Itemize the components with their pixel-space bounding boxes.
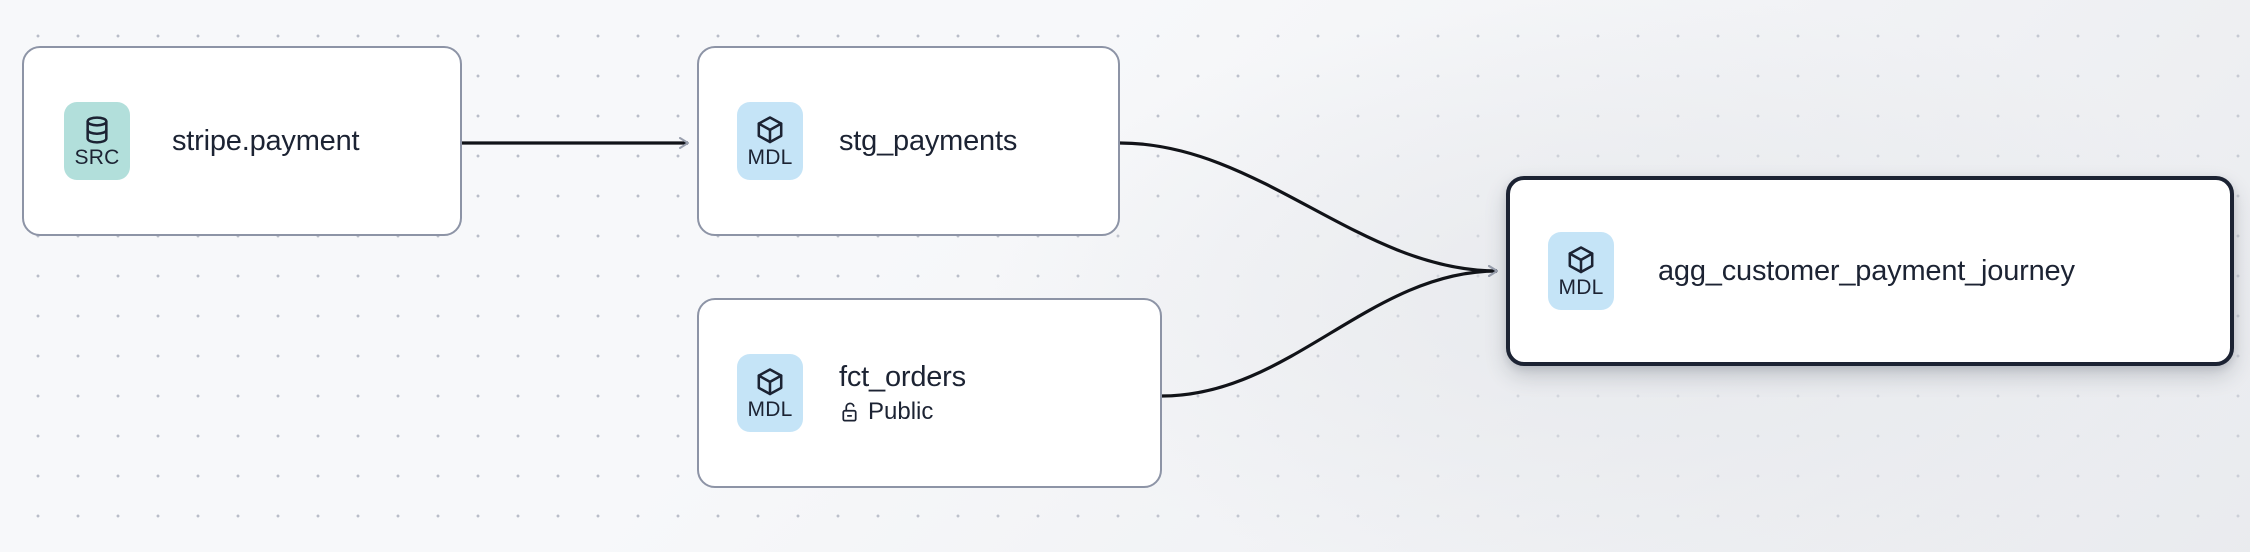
node-title: stripe.payment — [172, 124, 360, 157]
cube-icon — [1565, 244, 1597, 276]
node-visibility-label: Public — [868, 397, 934, 425]
lineage-node-stg-payments[interactable]: MDL stg_payments — [697, 46, 1120, 236]
node-title: stg_payments — [839, 124, 1018, 157]
lineage-node-agg-customer-payment-journey[interactable]: MDL agg_customer_payment_journey — [1506, 176, 2234, 366]
node-text-block: fct_orders Public — [839, 362, 966, 424]
cube-icon — [754, 114, 786, 146]
node-title: fct_orders — [839, 361, 966, 394]
unlock-icon — [839, 400, 860, 423]
node-visibility: Public — [839, 397, 966, 425]
database-icon — [81, 114, 113, 146]
edge-fct-to-agg — [1161, 265, 1498, 398]
lineage-node-fct-orders[interactable]: MDL fct_orders Public — [697, 298, 1162, 488]
badge-label: SRC — [74, 146, 120, 169]
node-text-block: stg_payments — [839, 124, 1018, 157]
node-type-badge-mdl: MDL — [737, 354, 803, 432]
cube-icon — [754, 366, 786, 398]
badge-label: MDL — [747, 398, 793, 421]
node-text-block: stripe.payment — [172, 124, 360, 157]
node-type-badge-mdl: MDL — [1548, 232, 1614, 310]
node-text-block: agg_customer_payment_journey — [1658, 254, 2075, 287]
badge-label: MDL — [1558, 276, 1604, 299]
node-type-badge-mdl: MDL — [737, 102, 803, 180]
lineage-node-stripe-payment[interactable]: SRC stripe.payment — [22, 46, 462, 236]
node-type-badge-src: SRC — [64, 102, 130, 180]
badge-label: MDL — [747, 146, 793, 169]
edge-stg-to-agg — [1119, 141, 1498, 277]
node-title: agg_customer_payment_journey — [1658, 254, 2075, 287]
